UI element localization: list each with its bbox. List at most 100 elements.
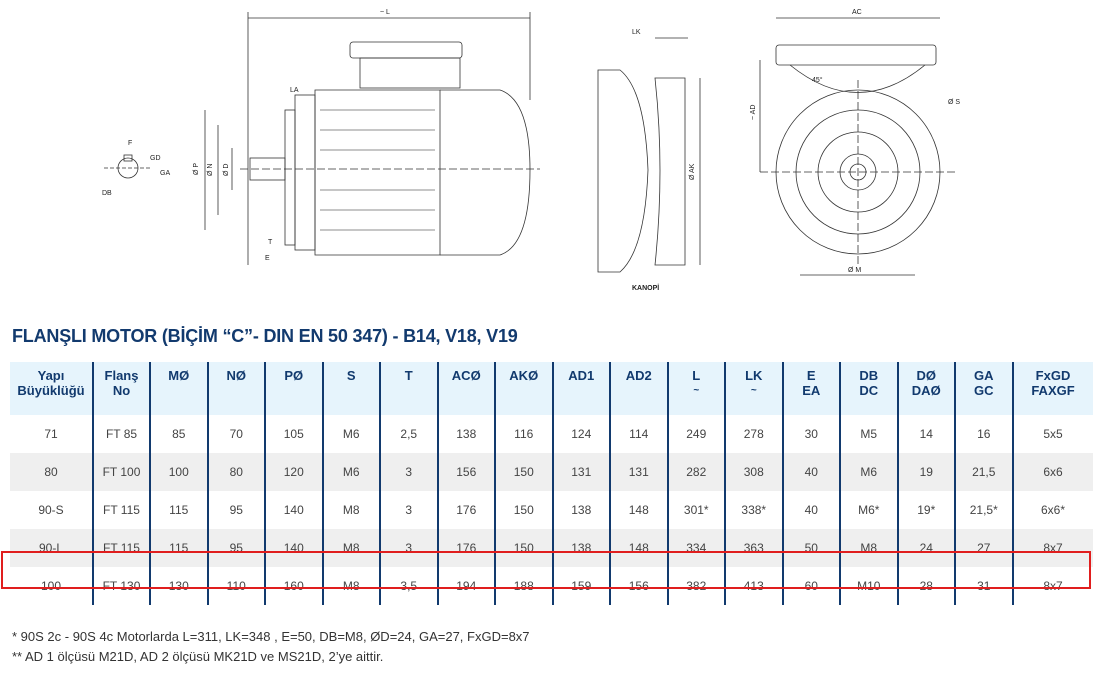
table-cell: FT 85 <box>92 415 150 453</box>
table-cell: 80 <box>10 453 93 491</box>
table-cell: 95 <box>206 491 265 529</box>
table-cell: M6 <box>321 453 380 491</box>
column-header: PØ <box>264 362 323 415</box>
table-cell: M6* <box>839 491 898 529</box>
column-header: T <box>379 362 438 415</box>
column-header: ACØ <box>436 362 495 415</box>
table-cell: 334 <box>666 529 725 567</box>
table-cell: 148 <box>609 529 668 567</box>
table-cell: 131 <box>609 453 668 491</box>
column-header-line: DØ <box>916 368 937 383</box>
label-S: Ø S <box>948 99 960 106</box>
table-cell: 90-S <box>38 503 64 517</box>
column-header: S <box>321 362 380 415</box>
table-cell: 338* <box>724 491 783 529</box>
table-cell: 40 <box>781 491 840 529</box>
table-cell: 85 <box>149 415 208 453</box>
table-cell: 120 <box>264 453 323 491</box>
table-cell: 71 <box>44 427 58 441</box>
table-cell: 14 <box>896 415 955 453</box>
table-cell: 188 <box>494 567 553 605</box>
table-cell: 19 <box>896 453 955 491</box>
label-angle: 45° <box>812 76 823 84</box>
column-header-line: EA <box>802 383 821 398</box>
page-title: FLANŞLI MOTOR (BİÇİM “C”- DIN EN 50 347)… <box>12 326 518 346</box>
table-cell: 138 <box>551 491 610 529</box>
table-cell: 30 <box>781 415 840 453</box>
label-kanopi: KANOPİ <box>632 284 659 292</box>
table-cell: 114 <box>609 415 668 453</box>
label-GD: GD <box>150 155 161 162</box>
column-header-line: ACØ <box>451 368 481 383</box>
table-cell: M5 <box>839 415 898 453</box>
column-header-line: E <box>806 368 816 383</box>
column-header-line: GA <box>974 368 994 383</box>
table-cell: 156 <box>609 567 668 605</box>
column-header-line: Flanş <box>104 368 139 383</box>
table-cell: 21,5* <box>954 491 1013 529</box>
label-LK: LK <box>632 29 641 36</box>
table-cell: 31 <box>954 567 1013 605</box>
table-cell: 3 <box>379 453 438 491</box>
table-cell: 249 <box>666 415 725 453</box>
column-header: AD1 <box>551 362 610 415</box>
column-header-line: No <box>112 383 131 398</box>
table-cell: FT 100 <box>92 453 150 491</box>
table-cell: 148 <box>609 491 668 529</box>
table-cell: 21,5 <box>954 453 1013 491</box>
table-cell: 282 <box>666 453 725 491</box>
table-cell: 8x7 <box>1011 567 1093 605</box>
table-cell: 308 <box>724 453 783 491</box>
table-cell: 3,5 <box>379 567 438 605</box>
label-LA: LA <box>290 87 299 94</box>
table-cell: 140 <box>264 491 323 529</box>
table-cell: 413 <box>724 567 783 605</box>
table-cell: 50 <box>781 529 840 567</box>
label-F: F <box>128 140 132 147</box>
table-cell: 100 <box>40 579 62 593</box>
column-header-line: S <box>346 368 356 383</box>
table-cell: 95 <box>206 529 265 567</box>
column-header-line: AKØ <box>509 368 539 383</box>
column-header: AD2 <box>609 362 668 415</box>
table-cell: 80 <box>206 453 265 491</box>
column-header-line: DB <box>859 368 879 383</box>
table-cell: 19* <box>896 491 955 529</box>
label-P: Ø P <box>193 163 200 175</box>
table-cell: M6 <box>839 453 898 491</box>
column-header-line: LK <box>745 368 763 383</box>
table-cell: FT 115 <box>92 491 150 529</box>
table-cell: 138 <box>436 415 495 453</box>
column-header-line: MØ <box>168 368 190 383</box>
table-cell: 8x7 <box>1011 529 1093 567</box>
table-cell: 150 <box>494 529 553 567</box>
column-header-line: ~ <box>750 385 757 396</box>
table-cell: 116 <box>494 415 553 453</box>
table-cell: 150 <box>494 491 553 529</box>
table-cell: 3 <box>379 491 438 529</box>
table-cell: FT 130 <box>92 567 150 605</box>
column-header: AKØ <box>494 362 553 415</box>
table-cell: 6x6 <box>1011 453 1093 491</box>
table-cell: 60 <box>781 567 840 605</box>
table-cell: 130 <box>149 567 208 605</box>
column-header-line: AD2 <box>625 368 652 383</box>
label-AK: Ø AK <box>689 163 696 180</box>
table-cell: 5x5 <box>1011 415 1093 453</box>
column-header: L~ <box>666 362 725 415</box>
table-cell: 160 <box>264 567 323 605</box>
column-header-line: DC <box>859 383 879 398</box>
motor-dimension-drawings: F GD GA DB ~ L Ø P Ø N Ø D LA T E LK Ø A… <box>102 9 960 292</box>
table-cell: M6 <box>321 415 380 453</box>
shaft-end-view: F GD GA DB <box>102 140 170 197</box>
table-cell: M8 <box>839 529 898 567</box>
